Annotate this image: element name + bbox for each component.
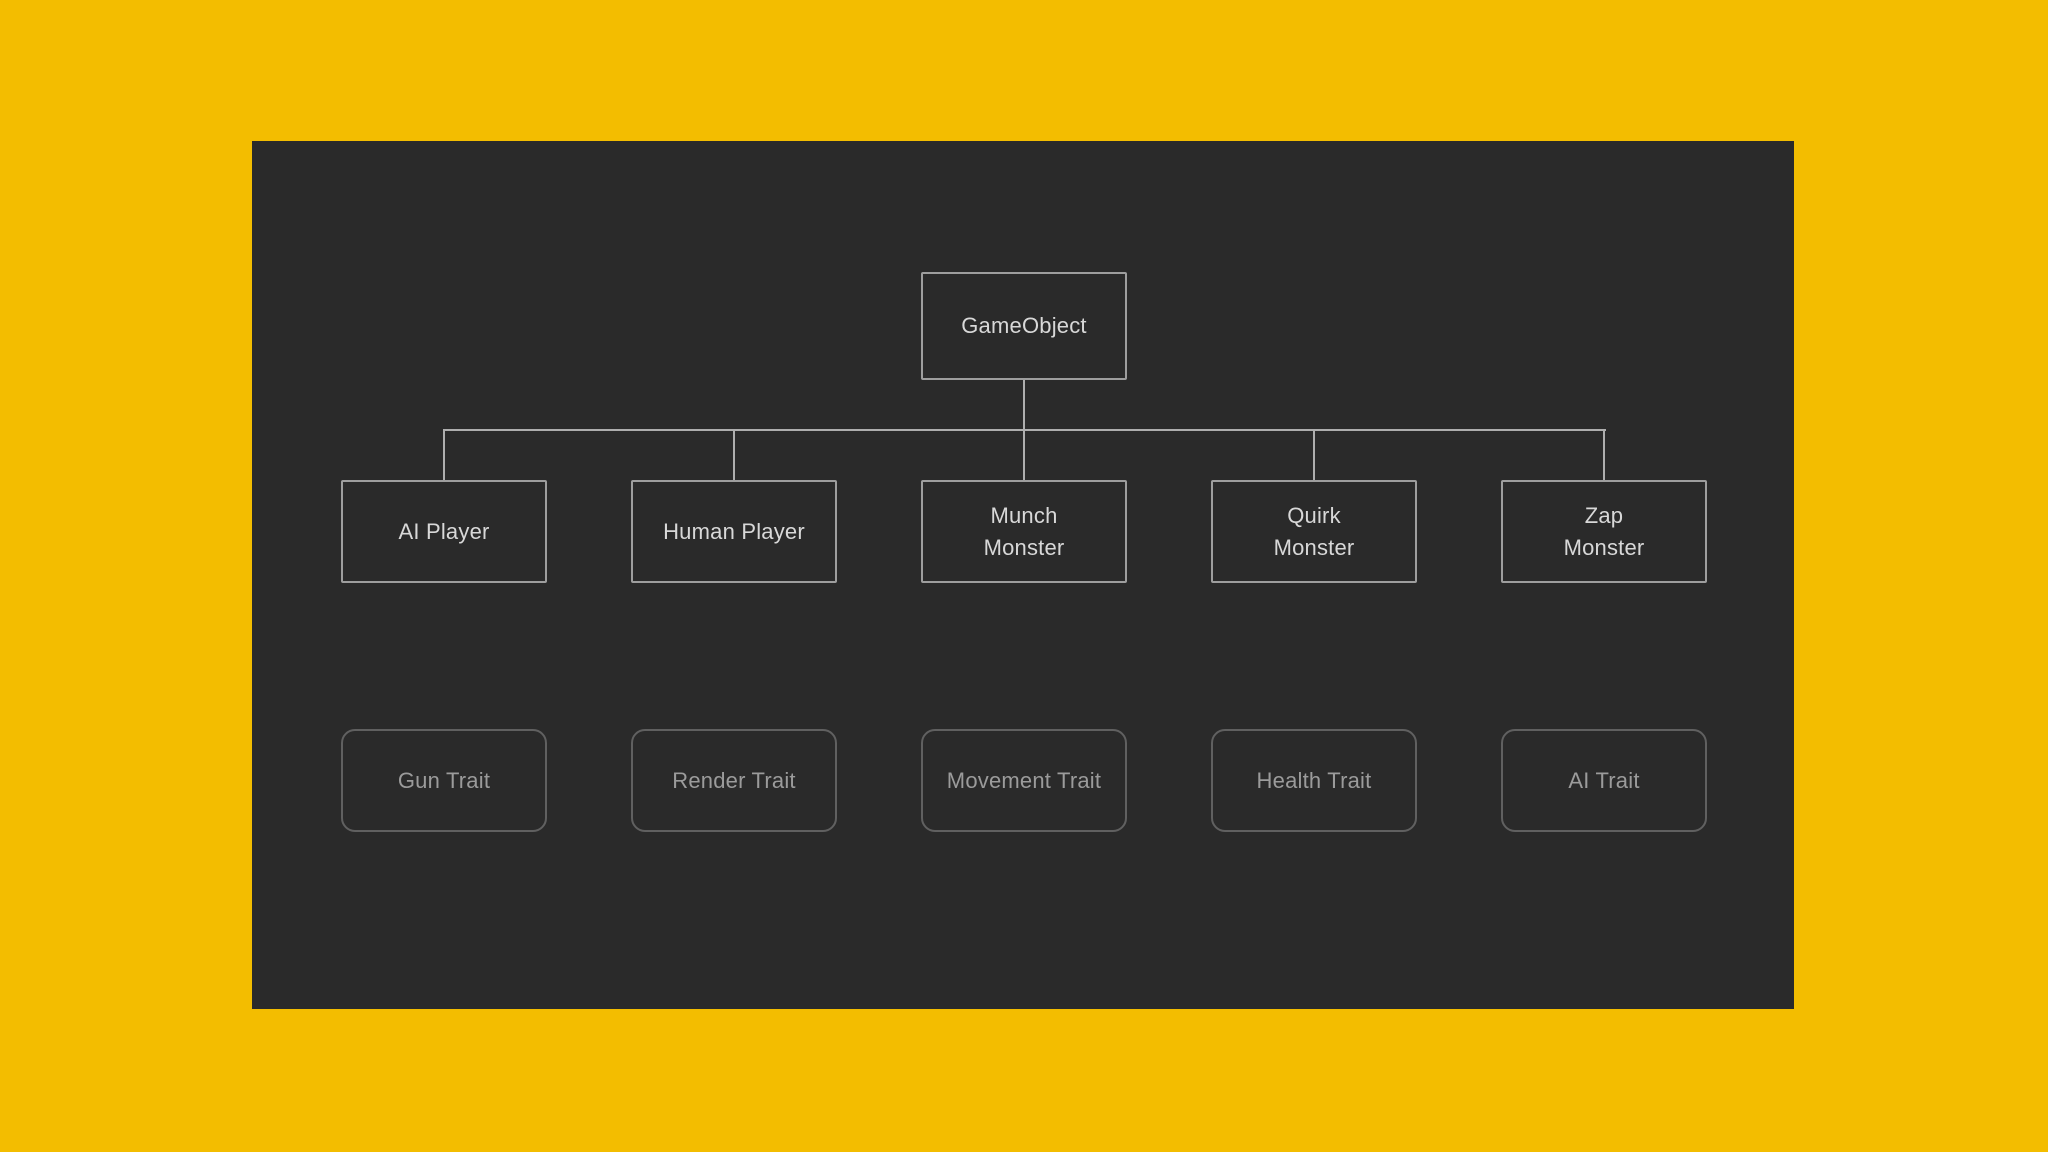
node-munch-monster: Munch Monster [921, 480, 1127, 583]
diagram-panel: GameObject AI Player Human Player Munch … [252, 141, 1794, 1009]
trait-health: Health Trait [1211, 729, 1417, 832]
trait-ai-label: AI Trait [1568, 767, 1640, 793]
connector-stub-munch-monster [1023, 429, 1025, 480]
node-quirk-monster: Quirk Monster [1211, 480, 1417, 583]
trait-render: Render Trait [631, 729, 837, 832]
node-human-player-label: Human Player [663, 518, 805, 544]
node-human-player: Human Player [631, 480, 837, 583]
node-gameobject: GameObject [921, 272, 1127, 380]
connector-bus [444, 429, 1606, 431]
connector-root-drop [1023, 380, 1025, 429]
node-zap-monster-label: Zap Monster [1563, 502, 1645, 560]
trait-ai: AI Trait [1501, 729, 1707, 832]
trait-gun-label: Gun Trait [397, 767, 491, 793]
node-ai-player: AI Player [341, 480, 547, 583]
node-ai-player-label: AI Player [398, 518, 490, 544]
connector-stub-ai-player [443, 429, 445, 480]
trait-movement-label: Movement Trait [946, 767, 1102, 793]
trait-movement: Movement Trait [921, 729, 1127, 832]
node-munch-monster-label: Munch Monster [983, 502, 1065, 560]
trait-gun: Gun Trait [341, 729, 547, 832]
trait-render-label: Render Trait [672, 767, 796, 793]
connector-stub-quirk-monster [1313, 429, 1315, 480]
node-zap-monster: Zap Monster [1501, 480, 1707, 583]
trait-health-label: Health Trait [1256, 767, 1372, 793]
node-quirk-monster-label: Quirk Monster [1273, 502, 1355, 560]
connector-stub-human-player [733, 429, 735, 480]
connector-stub-zap-monster [1603, 429, 1605, 480]
node-gameobject-label: GameObject [961, 313, 1087, 339]
